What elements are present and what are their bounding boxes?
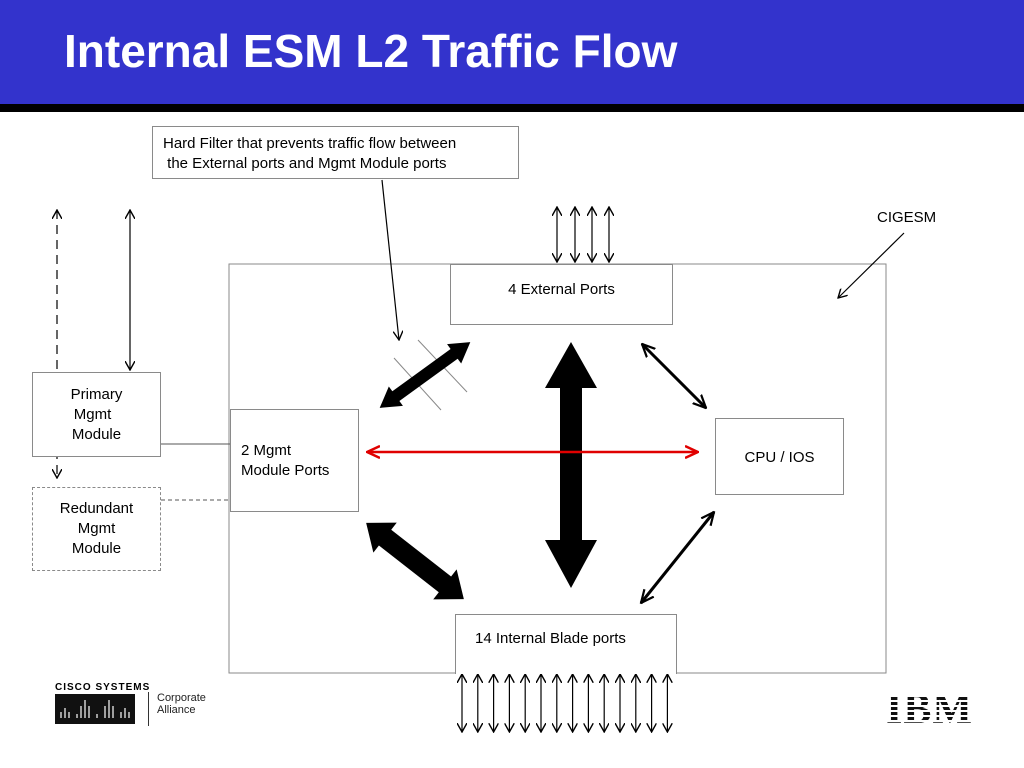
external-port-arrows [557,207,609,262]
primary-label-2: Mgmt [73,406,112,423]
redundant-label-2: Mgmt [77,520,116,537]
external-internal-flow-arrow [545,342,597,588]
external-cpu-flow-arrow [642,344,706,408]
callout-line-2: the External ports and Mgmt Module ports [163,155,447,172]
mgmt-external-flow-arrow [379,342,471,408]
mgmt-internal-flow-arrow [366,522,464,600]
hard-filter-callout: Hard Filter that prevents traffic flow b… [152,126,519,179]
title-underline [0,104,1024,112]
ibm-wordmark: IBM [886,687,973,733]
cisco-alliance-text: Corporate Alliance [157,692,206,716]
redundant-label-3: Module [71,540,122,557]
cpu-ios-label: CPU / IOS [744,449,815,466]
redundant-label-1: Redundant [59,500,134,517]
mgmt-ports-label-2: Module Ports [241,462,330,479]
cisco-logo-divider [148,692,149,726]
slide-title: Internal ESM L2 Traffic Flow [64,25,678,77]
callout-pointer [381,179,399,340]
alliance-line-1: Corporate [157,692,206,704]
external-ports-box: 4 External Ports [450,264,673,325]
mgmt-module-ports-box: 2 Mgmt Module Ports [230,409,359,512]
primary-label-3: Module [71,426,122,443]
ibm-logo: IBM [886,687,973,733]
title-bar [0,0,1024,104]
cigesm-label: CIGESM [877,209,937,226]
cigesm-pointer [838,232,905,298]
redundant-mgmt-module-box: Redundant Mgmt Module [32,487,161,571]
primary-mgmt-module-box: Primary Mgmt Module [32,372,161,457]
primary-label-1: Primary [70,386,123,403]
mgmt-ports-label-1: 2 Mgmt [241,442,292,459]
cpu-ios-box: CPU / IOS [715,418,844,495]
internal-blade-ports-label: 14 Internal Blade ports [475,630,626,647]
internal-blade-ports-box: 14 Internal Blade ports [455,614,677,674]
external-ports-label: 4 External Ports [508,281,615,298]
cisco-bridge-icon [55,694,135,724]
cisco-wordmark: Cisco Systems [55,682,151,693]
internal-blade-port-arrows [462,674,667,732]
alliance-line-2: Alliance [157,704,196,716]
callout-line-1: Hard Filter that prevents traffic flow b… [163,135,457,152]
cisco-logo: Cisco Systems Corporate Alliance [55,682,215,728]
internal-cpu-flow-arrow [641,512,714,603]
